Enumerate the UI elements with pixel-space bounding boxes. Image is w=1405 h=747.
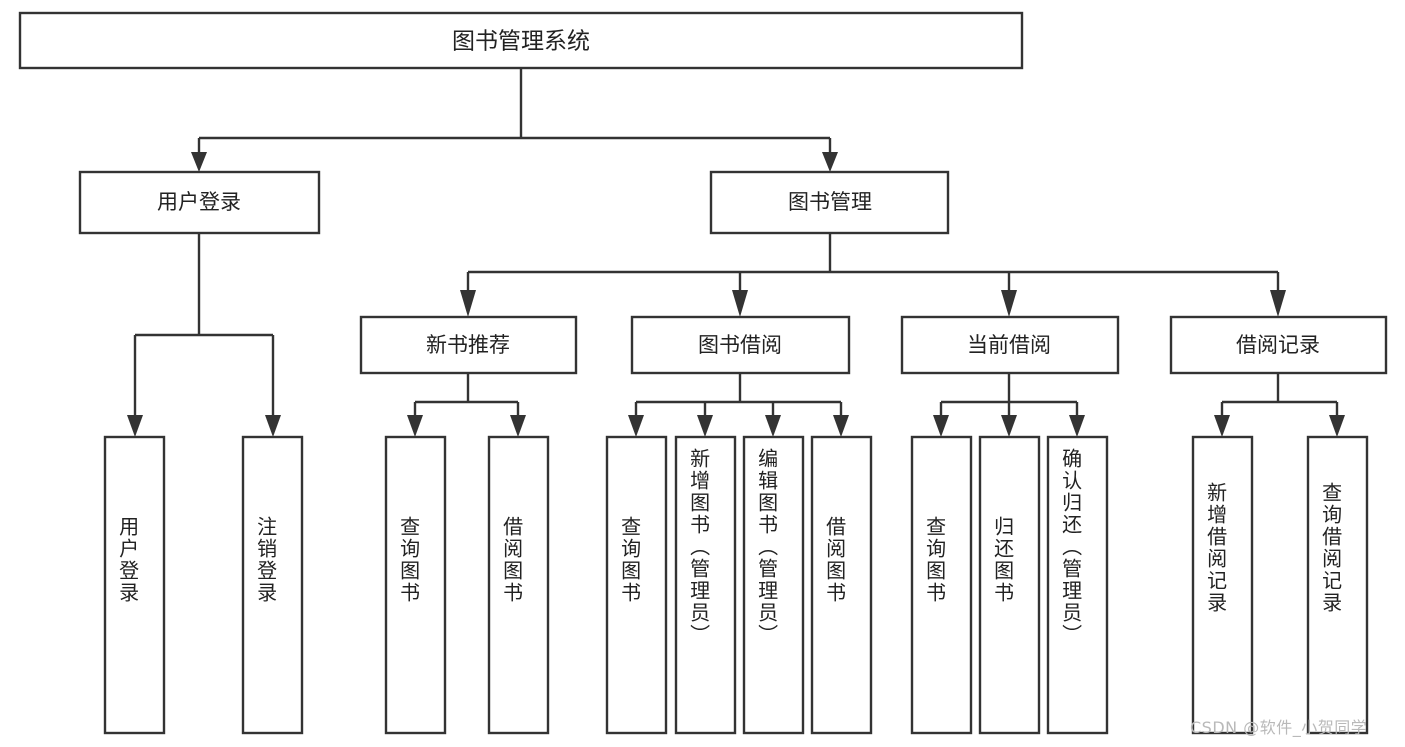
node-borrow-record-label: 借阅记录 <box>1236 333 1320 357</box>
node-layer: 图书管理系统 用户登录 图书管理 新书推荐 图书借阅 当前借阅 借阅记录 <box>18 11 1388 735</box>
node-leaf-query-book-a-box[interactable] <box>384 435 447 735</box>
arrow-head-leaf-query-book-b <box>628 415 644 437</box>
arrow-head-leaf-logout <box>265 415 281 437</box>
arrow-head-leaf-edit-book <box>765 415 781 437</box>
node-leaf-logout-box[interactable] <box>241 435 304 735</box>
arrow-head-leaf-confirm-return <box>1069 415 1085 437</box>
node-user-login-box[interactable] <box>78 170 321 235</box>
arrow-head-borrowrecord <box>1270 290 1286 317</box>
node-leaf-return-book-box[interactable] <box>978 435 1041 735</box>
arrow-head-userlogin <box>191 152 207 172</box>
node-leaf-user-login-box[interactable] <box>103 435 166 735</box>
node-root-label: 图书管理系统 <box>452 29 590 55</box>
arrow-head-leaf-borrow-book-b <box>833 415 849 437</box>
arrow-head-leaf-borrow-book-a <box>510 415 526 437</box>
node-new-book-rec-box[interactable] <box>359 315 578 375</box>
node-book-borrow-box[interactable] <box>630 315 851 375</box>
node-leaf-query-record-box[interactable] <box>1306 435 1369 735</box>
node-user-login-label: 用户登录 <box>157 190 241 214</box>
node-leaf-query-book-c-box[interactable] <box>910 435 973 735</box>
arrow-head-leaf-query-book-a <box>407 415 423 437</box>
node-leaf-borrow-book-b-box[interactable] <box>810 435 873 735</box>
node-leaf-confirm-return-box[interactable] <box>1046 435 1109 735</box>
node-leaf-borrow-book-a-box[interactable] <box>487 435 550 735</box>
node-new-book-rec-label: 新书推荐 <box>426 333 510 357</box>
node-book-borrow-label: 图书借阅 <box>698 333 782 357</box>
arrow-head-bookmanage <box>822 152 838 172</box>
node-leaf-edit-book-box[interactable] <box>742 435 805 735</box>
node-book-manage-box[interactable] <box>709 170 950 235</box>
node-root-box[interactable] <box>18 11 1024 70</box>
arrow-head-leaf-add-record <box>1214 415 1230 437</box>
node-book-manage-label: 图书管理 <box>788 190 872 214</box>
csdn-watermark: CSDN @软件_小贺同学 <box>1190 718 1368 737</box>
connector-layer <box>127 68 1345 437</box>
arrow-head-newbook <box>460 290 476 317</box>
node-borrow-record-box[interactable] <box>1169 315 1388 375</box>
arrow-head-leaf-user-login <box>127 415 143 437</box>
node-current-borrow-box[interactable] <box>900 315 1120 375</box>
arrow-head-currentborrow <box>1001 290 1017 317</box>
arrow-head-leaf-add-book <box>697 415 713 437</box>
arrow-head-leaf-query-book-c <box>933 415 949 437</box>
arrow-head-leaf-query-record <box>1329 415 1345 437</box>
node-leaf-query-book-b-box[interactable] <box>605 435 668 735</box>
node-leaf-add-record-box[interactable] <box>1191 435 1254 735</box>
node-leaf-add-book-box[interactable] <box>674 435 737 735</box>
node-current-borrow-label: 当前借阅 <box>967 333 1051 357</box>
arrow-head-leaf-return-book <box>1001 415 1017 437</box>
arrow-head-bookborrow <box>732 290 748 317</box>
